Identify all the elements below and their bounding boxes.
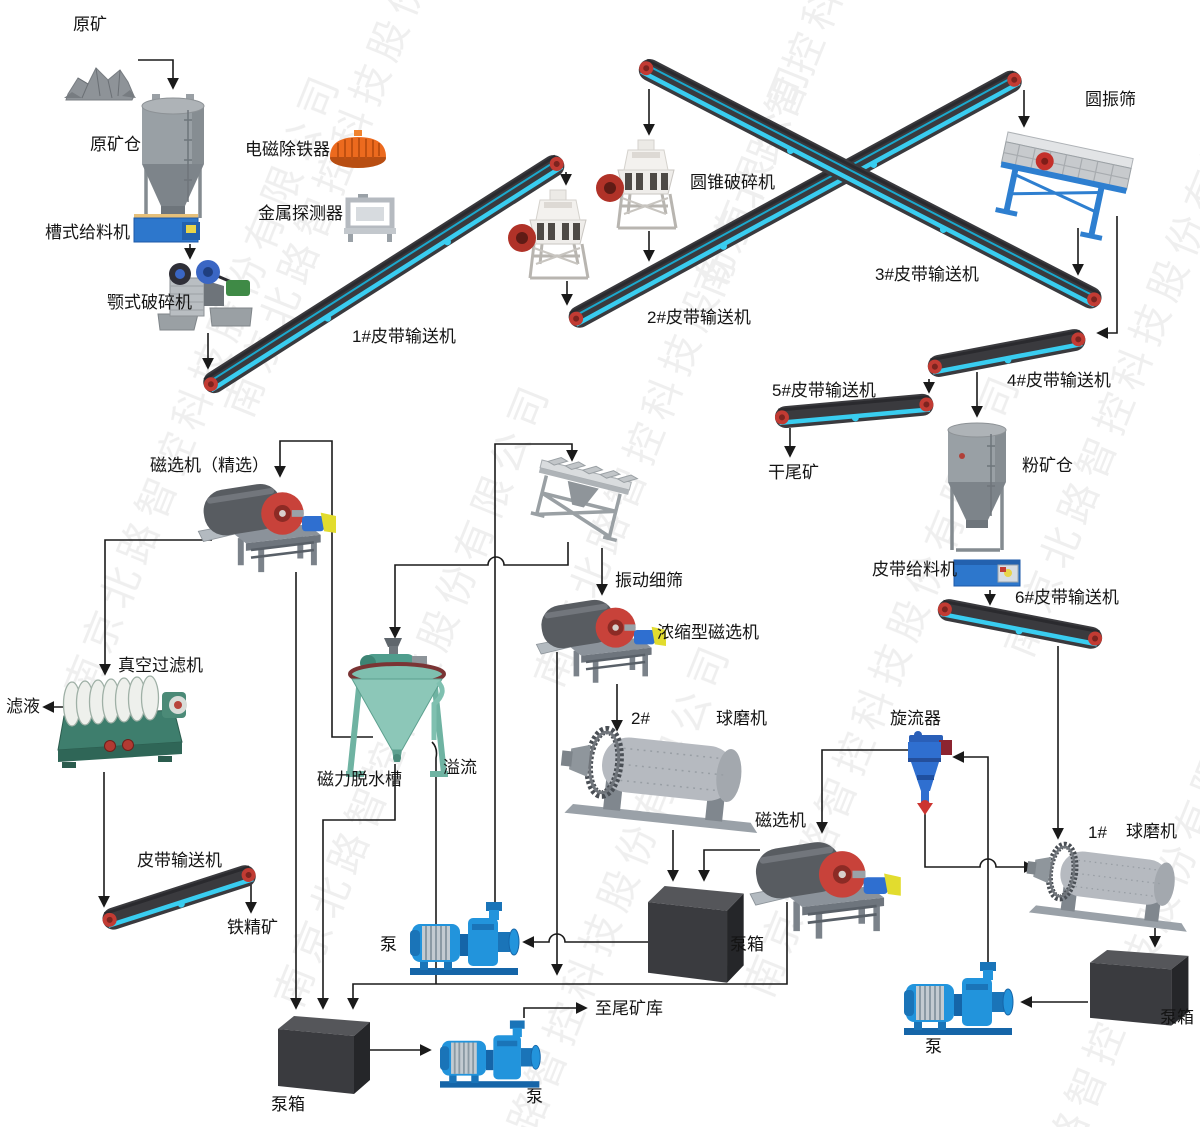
label-metal-detector: 金属探测器 — [258, 204, 343, 223]
label-circular-vibrating-screen: 圆振筛 — [1085, 90, 1136, 109]
flow-raw-ore-to-bin — [138, 59, 179, 90]
label-dry-tailings: 干尾矿 — [768, 463, 819, 482]
flow-cleaning-magsep-to-filter — [99, 539, 212, 676]
belt-conveyor-5 — [774, 393, 934, 429]
flow-cyclone-underflow-to-mill1 — [924, 813, 1036, 873]
label-filtrate: 滤液 — [6, 697, 40, 716]
belt-conveyor-concentrate — [102, 865, 256, 930]
label-pump-box-2: 泵箱 — [730, 935, 764, 954]
label-pump-3: 泵 — [925, 1037, 942, 1056]
jaw-crusher — [157, 260, 253, 331]
label-belt-conveyor-4: 4#皮带输送机 — [1007, 371, 1111, 390]
belt-conveyor-1 — [203, 154, 565, 394]
label-belt-conveyor-5: 5#皮带输送机 — [772, 381, 876, 400]
flow-tank-to-cleaning-magsep — [274, 440, 373, 738]
label-belt-conveyor-1: 1#皮带输送机 — [352, 327, 456, 346]
metal-detector — [344, 194, 396, 242]
svg-text:南京北路智控科技股份有限公司: 南京北路智控科技股份有限公司 — [688, 0, 981, 303]
label-trough-feeder: 槽式给料机 — [45, 223, 130, 242]
label-pump-box-1: 泵箱 — [271, 1095, 305, 1114]
label-cone-crusher: 圆锥破碎机 — [690, 173, 775, 192]
belt-conveyor-2 — [568, 70, 1022, 328]
label-ball-mill-1: 球磨机 — [1126, 822, 1177, 841]
flow-cyclone-overflow-to-magsep — [816, 749, 909, 834]
flow-screen-to-belt4 — [1096, 216, 1118, 339]
belt-conveyor-3 — [638, 58, 1102, 309]
label-mill-1-number: 1# — [1088, 823, 1107, 842]
label-raw-ore-bin: 原矿仓 — [90, 135, 141, 154]
belt-conveyor-6 — [937, 599, 1103, 649]
label-cyclone: 旋流器 — [890, 709, 941, 728]
flow-magsep-to-pumpbox2 — [698, 849, 760, 882]
label-vibrating-fine-screen: 振动细筛 — [615, 571, 683, 590]
belt-conveyor-4 — [927, 329, 1086, 377]
label-belt-conveyor-6: 6#皮带输送机 — [1015, 588, 1119, 607]
label-belt-conveyor-3: 3#皮带输送机 — [875, 265, 979, 284]
flow-pump2-to-tailings-pond — [523, 1002, 588, 1018]
pump-3 — [903, 961, 1014, 1036]
label-overflow: 溢流 — [443, 758, 477, 777]
flow-pump3-to-cyclone — [952, 751, 989, 964]
flow-pump1-to-fine-screen — [494, 443, 578, 902]
label-electromagnetic-iron-remover: 电磁除铁器 — [245, 140, 330, 159]
label-iron-concentrate: 铁精矿 — [227, 918, 278, 937]
circular-vibrating-screen — [995, 131, 1134, 241]
pump-1 — [409, 901, 520, 976]
label-magnetic-separator-cleaning: 磁选机（精选） — [150, 456, 269, 475]
flow-fine-screen-to-tank — [389, 542, 569, 639]
label-concentrating-magnetic-separator: 浓缩型磁选机 — [657, 623, 759, 642]
label-pump-box-3: 泵箱 — [1160, 1008, 1194, 1027]
label-belt-conveyor-concentrate: 皮带输送机 — [137, 851, 222, 870]
cone-crusher-1 — [508, 189, 590, 280]
electromagnetic-iron-remover — [330, 130, 386, 168]
magnetic-dewatering-tank — [346, 638, 448, 777]
flow-tank-underflow-to-pumpbox1 — [317, 764, 396, 1010]
label-pump-2: 泵 — [526, 1087, 543, 1106]
label-jaw-crusher: 颚式破碎机 — [107, 293, 192, 312]
label-magnetic-separator: 磁选机 — [755, 811, 806, 830]
label-magnetic-dewatering-tank: 磁力脱水槽 — [317, 770, 402, 789]
flow-lines — [42, 59, 1161, 1056]
label-raw-ore: 原矿 — [73, 15, 107, 34]
label-fine-ore-bin: 粉矿仓 — [1022, 456, 1073, 475]
pump-box-1 — [278, 1016, 370, 1094]
cyclone — [908, 731, 952, 815]
raw-ore-bin — [141, 94, 205, 220]
vibrating-fine-screen — [530, 457, 639, 543]
label-pump-1: 泵 — [380, 935, 397, 954]
label-ball-mill-2: 球磨机 — [716, 709, 767, 728]
raw-ore-pile — [64, 67, 136, 101]
label-belt-feeder: 皮带给料机 — [872, 560, 957, 579]
label-belt-conveyor-2: 2#皮带输送机 — [647, 308, 751, 327]
cone-crusher-2 — [596, 139, 678, 230]
label-mill-2-number: 2# — [631, 709, 650, 728]
vacuum-filter — [57, 675, 187, 768]
ball-mill-2 — [556, 726, 766, 833]
trough-feeder — [133, 214, 200, 243]
flow-tailings-collect-line — [347, 902, 788, 1010]
label-to-tailings-pond: 至尾矿库 — [595, 999, 663, 1018]
label-vacuum-filter: 真空过滤机 — [118, 656, 203, 675]
fine-ore-bin — [947, 422, 1007, 552]
belt-feeder — [953, 559, 1021, 587]
flow-overflow-line — [431, 741, 438, 984]
magnetic-separator-cleaning — [198, 481, 336, 572]
